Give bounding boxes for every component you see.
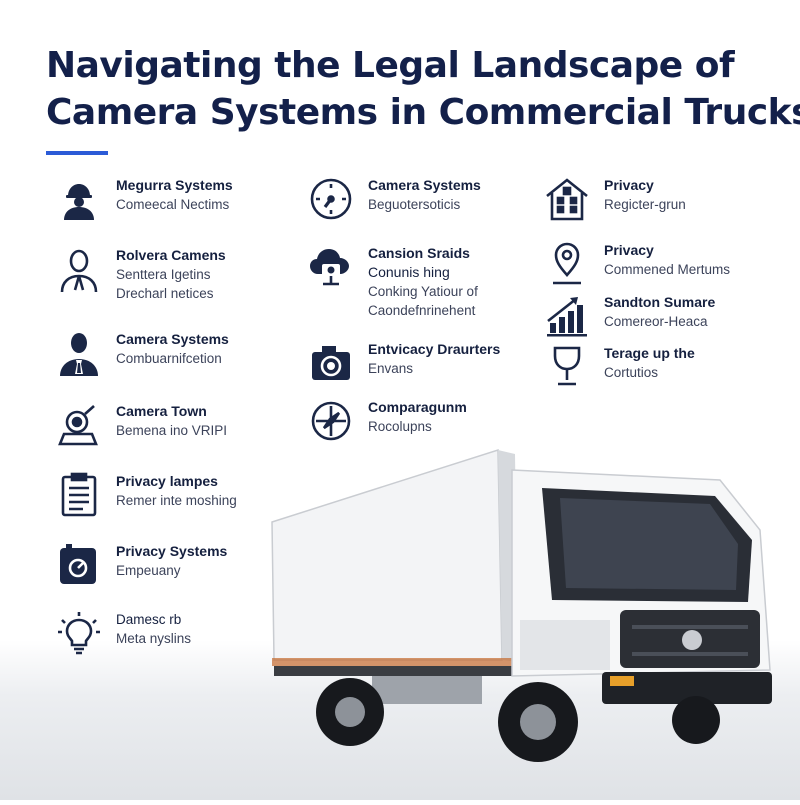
feature-desc: Envans xyxy=(368,361,414,376)
feature-title: Terage up the xyxy=(604,345,695,361)
feature-title: Privacy xyxy=(604,177,654,193)
title-line-2: Camera Systems in Commercial Trucks xyxy=(46,92,800,133)
feature-desc: Senttera Igetins xyxy=(116,267,211,282)
feature-title: Camera Systems xyxy=(368,177,481,193)
businessman-icon xyxy=(56,330,102,376)
feature-desc: Comereor-Heaca xyxy=(604,314,708,329)
feature-title: Cansion Sraids xyxy=(368,245,470,261)
feature-title: Entvicacy Draurters xyxy=(368,341,501,357)
feature-subtitle: Conunis hing xyxy=(368,264,450,280)
lightbulb-icon xyxy=(56,610,102,656)
feature-desc: Empeuany xyxy=(116,563,181,578)
title-line-1: Navigating the Legal Landscape of xyxy=(46,45,735,86)
cloud-server-icon xyxy=(308,244,354,290)
house-building-icon xyxy=(544,176,590,222)
page-title: Navigating the Legal Landscape of Camera… xyxy=(46,42,800,136)
camera-magnifier-icon xyxy=(56,402,102,448)
clipboard-icon xyxy=(56,472,102,518)
feature-title: Camera Town xyxy=(116,403,207,419)
feature-desc: Conking Yatiour of xyxy=(368,284,478,299)
feature-title: Privacy xyxy=(604,242,654,258)
feature-desc: Regicter-grun xyxy=(604,197,686,212)
feature-title: Sandton Sumare xyxy=(604,294,716,310)
growth-chart-icon xyxy=(544,293,590,339)
feature-title: Comparagunm xyxy=(368,399,467,415)
feature-desc: Caondefnrinehent xyxy=(368,303,476,318)
feature-title: Rolvera Camens xyxy=(116,247,226,263)
feature-desc: Commened Mertums xyxy=(604,262,731,277)
camera-device-icon xyxy=(56,542,102,588)
hardhat-worker-icon xyxy=(56,176,102,222)
feature-title: Privacy lampes xyxy=(116,473,218,489)
feature-desc: Drecharl netices xyxy=(116,286,214,301)
gauge-clock-icon xyxy=(308,176,354,222)
feature-desc: Remer inte moshing xyxy=(116,493,237,508)
trophy-cup-icon xyxy=(544,344,590,390)
feature-desc: Beguotersoticis xyxy=(368,197,461,212)
camera-icon xyxy=(308,340,354,386)
feature-title: Privacy Systems xyxy=(116,543,228,559)
feature-desc: Bemena ino VRIPI xyxy=(116,423,228,438)
feature-title: Camera Systems xyxy=(116,331,229,347)
feature-desc: Combuarnifcetion xyxy=(116,351,222,366)
compass-icon xyxy=(308,398,354,444)
person-icon xyxy=(56,246,102,292)
feature-title: Megurra Systems xyxy=(116,177,233,193)
feature-desc: Damesc rb xyxy=(116,612,182,627)
feature-desc: Rocolupns xyxy=(368,419,432,434)
feature-desc: Comeecal Nectims xyxy=(116,197,230,212)
title-accent-bar xyxy=(46,151,108,155)
feature-desc: Cortutios xyxy=(604,365,659,380)
location-pin-icon xyxy=(544,241,590,287)
truck-image xyxy=(260,440,800,800)
feature-desc: Meta nyslins xyxy=(116,631,192,646)
